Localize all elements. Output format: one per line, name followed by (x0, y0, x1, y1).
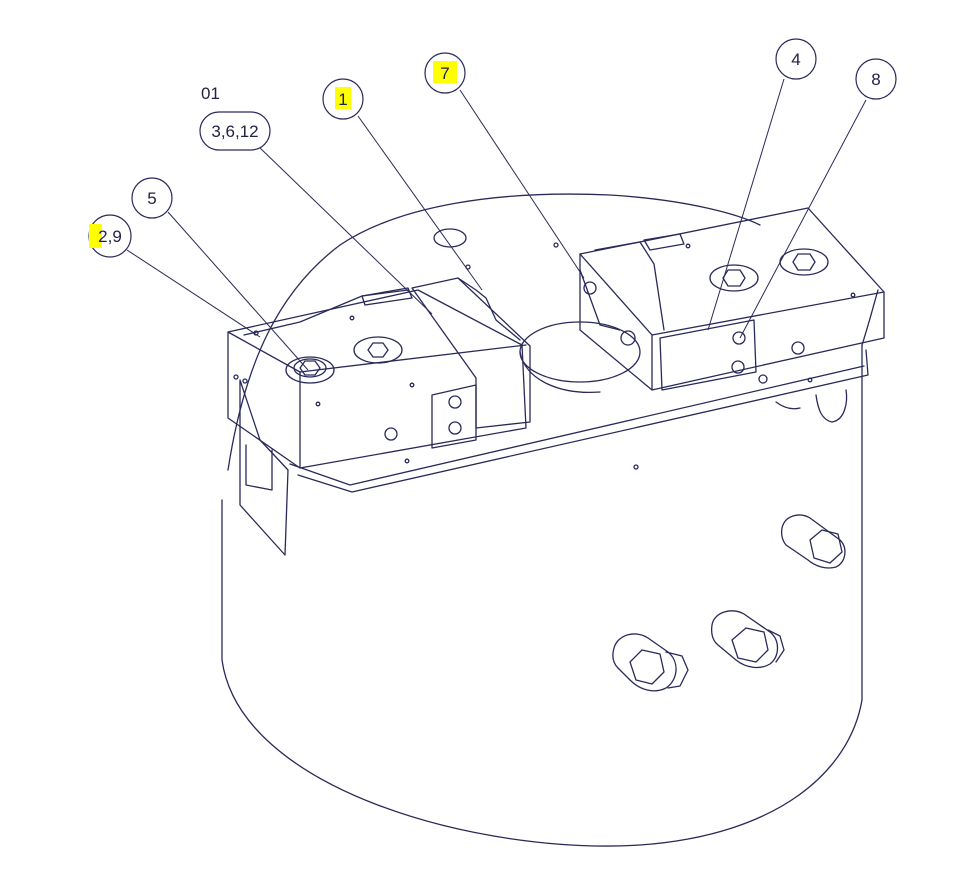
callout-4-text: 4 (791, 50, 800, 69)
callout-7: 7 (424, 52, 466, 94)
callout-7-text: 7 (440, 64, 449, 83)
highlight-7 (433, 61, 457, 83)
leader-lines (126, 78, 867, 371)
left-jaw (227, 277, 531, 469)
right-jaw (579, 207, 885, 391)
callout-3-6-12: 3,6,12 (199, 111, 271, 151)
callout-1-text: 1 (338, 90, 347, 109)
callout-5-text: 5 (147, 189, 156, 208)
callout-8-text: 8 (871, 70, 880, 89)
highlight-1 (335, 87, 351, 109)
callout-2-9: 2,9 (88, 214, 132, 258)
top-label-01: 01 (201, 84, 220, 103)
callout-4: 4 (775, 38, 817, 80)
callout-3-6-12-text: 3,6,12 (211, 122, 258, 141)
fittings (612, 514, 846, 692)
callouts: 01 3,6,12 1 7 4 8 5 (88, 38, 897, 258)
callout-2-9-text: 2,9 (98, 227, 122, 246)
callout-8: 8 (855, 58, 897, 100)
callout-1: 1 (322, 78, 364, 120)
highlight-2 (89, 224, 102, 248)
callout-5: 5 (131, 177, 173, 219)
cylinder-body (221, 193, 879, 847)
